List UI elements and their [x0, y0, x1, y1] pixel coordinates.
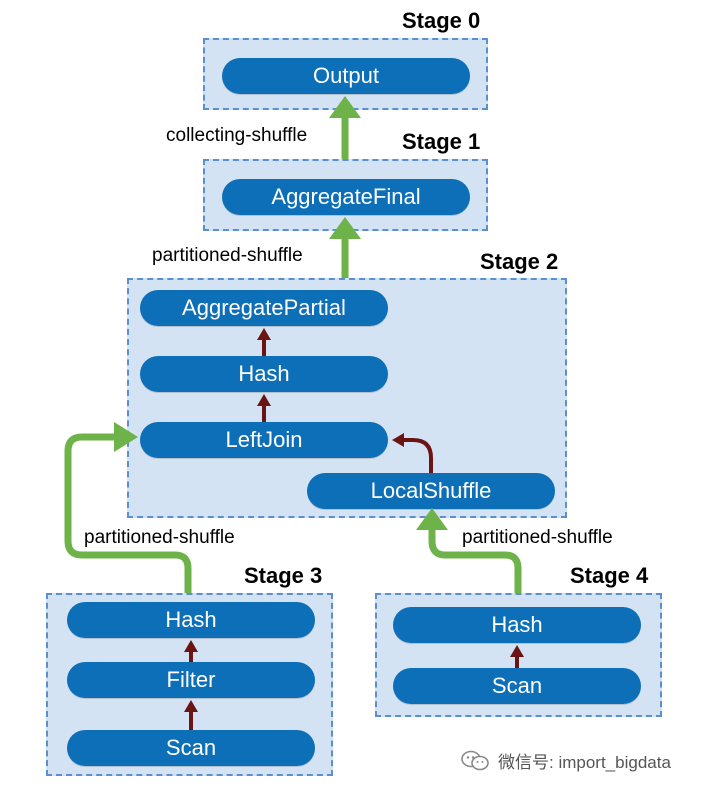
op-aggregate-partial[interactable]: AggregatePartial	[140, 290, 388, 326]
edge-label-partitioned-shuffle-stage4-to-stage2: partitioned-shuffle	[462, 527, 613, 548]
wechat-icon	[461, 750, 489, 770]
op-hash-stage3[interactable]: Hash	[67, 602, 315, 638]
watermark-text: 微信号: import_bigdata	[498, 753, 671, 772]
stage-4-title: Stage 4	[570, 563, 649, 588]
stage-3-title: Stage 3	[244, 563, 323, 588]
op-aggregate-final[interactable]: AggregateFinal	[222, 179, 470, 215]
op-local-shuffle[interactable]: LocalShuffle	[307, 473, 555, 509]
op-hash-stage2[interactable]: Hash	[140, 356, 388, 392]
op-scan-stage3[interactable]: Scan	[67, 730, 315, 766]
op-left-join[interactable]: LeftJoin	[140, 422, 388, 458]
watermark: 微信号: import_bigdata	[460, 748, 671, 773]
op-filter[interactable]: Filter	[67, 662, 315, 698]
stage-0-title: Stage 0	[402, 8, 481, 33]
edge-label-collecting-shuffle: collecting-shuffle	[166, 125, 308, 146]
edge-label-partitioned-shuffle-stage2-to-stage1: partitioned-shuffle	[152, 245, 303, 266]
edge-label-partitioned-shuffle-stage3-to-stage2: partitioned-shuffle	[84, 527, 235, 548]
stage-2-title: Stage 2	[480, 249, 559, 274]
stage-1-title: Stage 1	[402, 129, 481, 154]
op-output[interactable]: Output	[222, 58, 470, 94]
op-hash-stage4[interactable]: Hash	[393, 607, 641, 643]
op-scan-stage4[interactable]: Scan	[393, 668, 641, 704]
